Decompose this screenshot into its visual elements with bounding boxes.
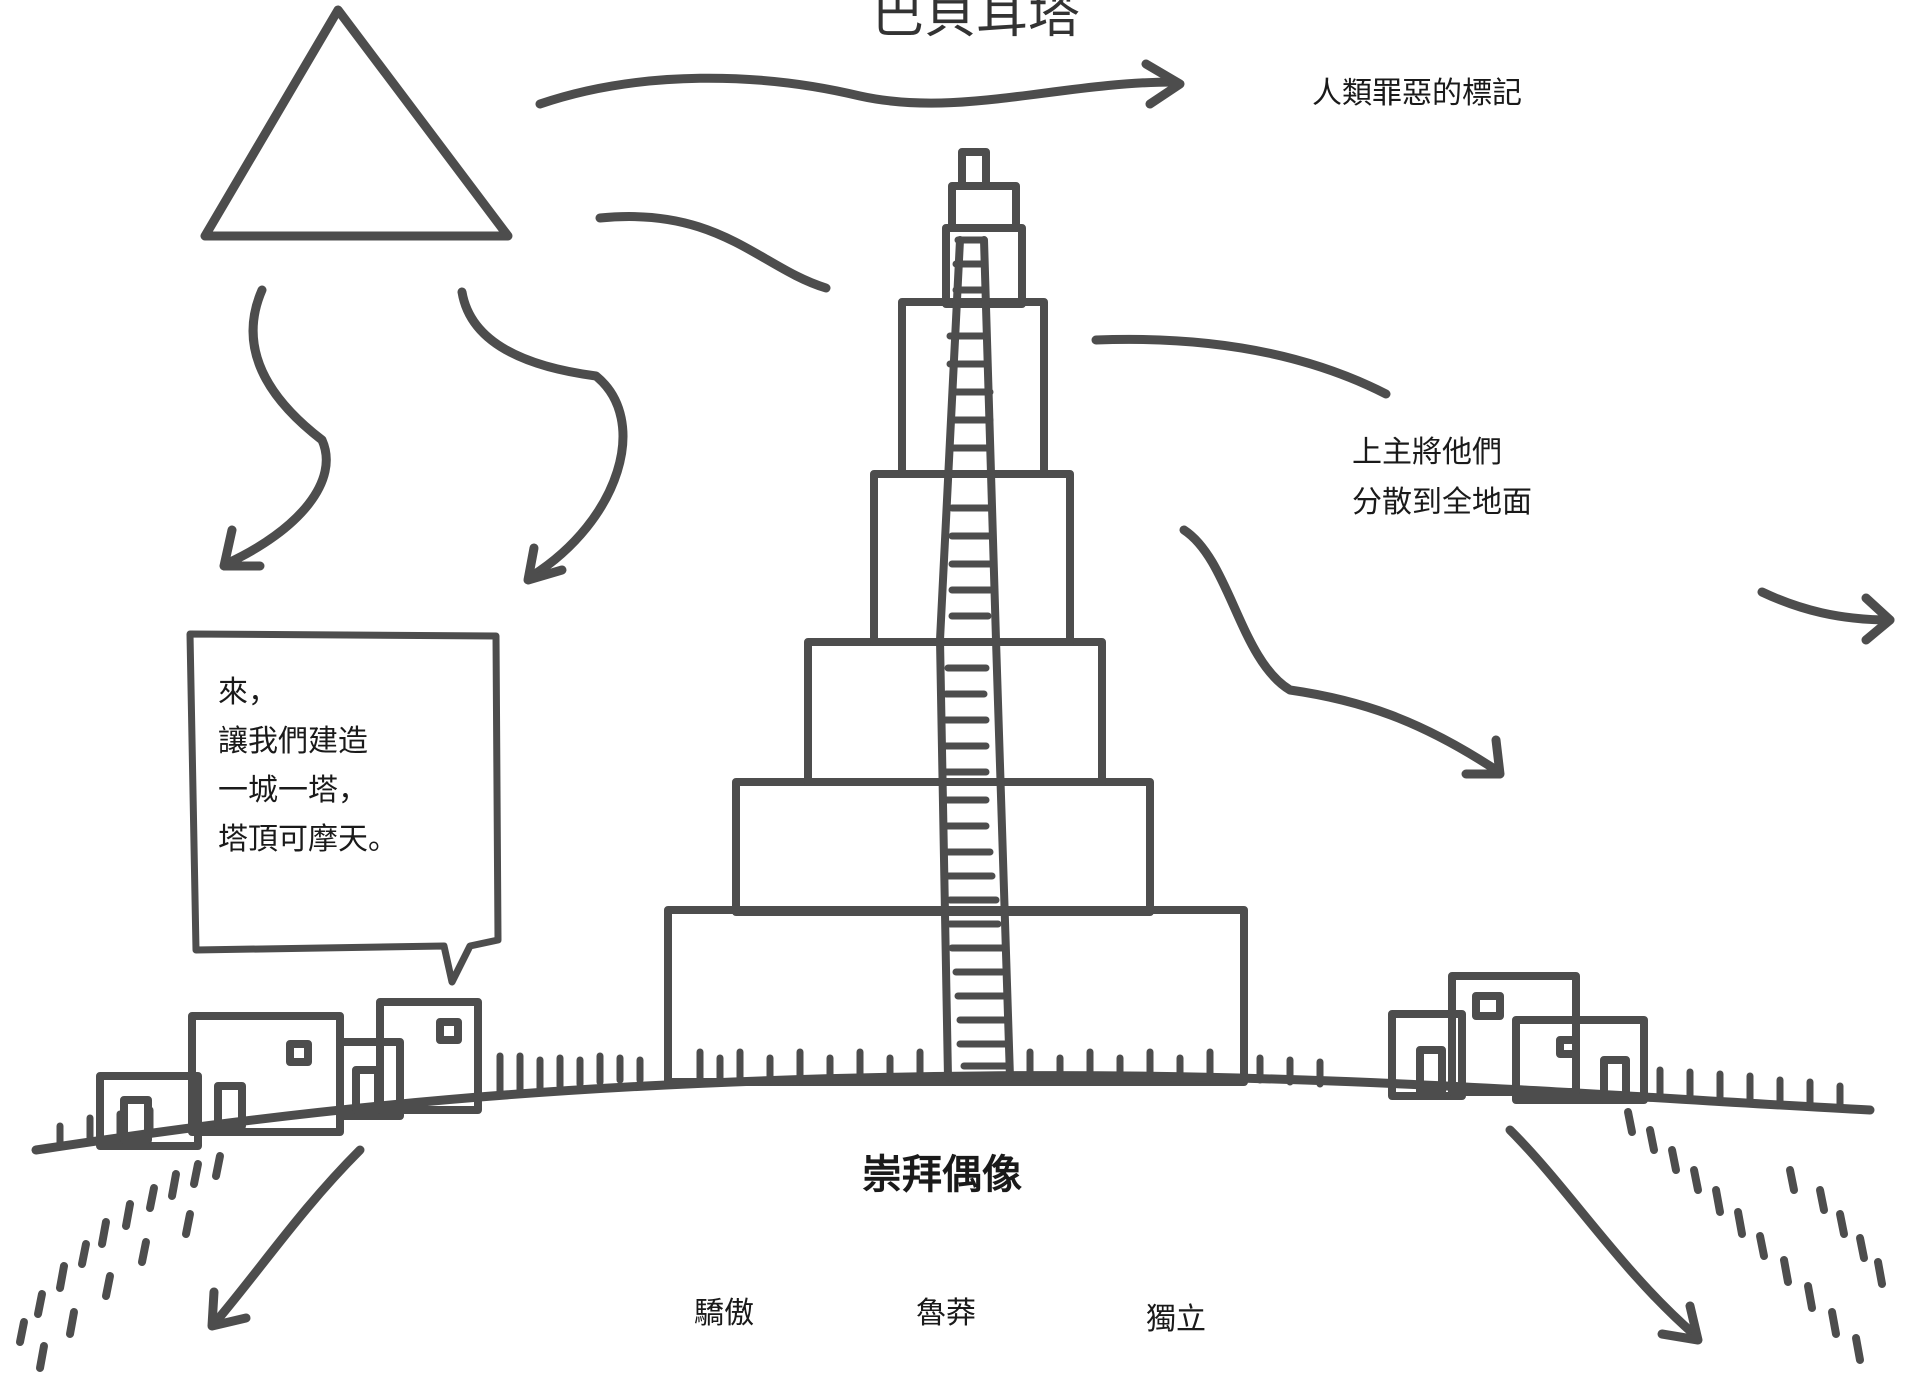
curve-tower-right [1091, 334, 1391, 399]
speech-line-1: 來， [218, 675, 278, 710]
arrow-scatter [1179, 525, 1501, 775]
wavy-arrow-top [535, 73, 1179, 109]
tower-staircase [942, 236, 1010, 1070]
right-houses [1388, 972, 1648, 1104]
arrowhead-down-left [219, 525, 265, 571]
door [352, 1066, 382, 1114]
arrowhead-bottom-left [207, 1287, 251, 1331]
dispersal-marks-right [1624, 1108, 1886, 1364]
door [214, 1082, 246, 1130]
left-houses [96, 998, 482, 1150]
staircase-edges [936, 236, 1014, 1082]
arrowhead-bottom-right [1657, 1301, 1703, 1345]
window [436, 1018, 462, 1044]
arrow-down-right [457, 287, 628, 581]
door [1416, 1046, 1446, 1096]
trait-reckless: 魯莽 [916, 1296, 976, 1331]
speech-line-4: 塔頂可摩天。 [218, 822, 398, 857]
arrow-bottom-right [1505, 1125, 1701, 1341]
tower-tier-3 [804, 638, 1106, 786]
scatter-line-2: 分散到全地面 [1352, 485, 1532, 520]
trait-pride: 驕傲 [694, 1296, 754, 1331]
arrow-down-left [221, 285, 331, 569]
arrowhead-far-right [1861, 593, 1895, 645]
tower-top [958, 148, 990, 190]
trait-independent: 獨立 [1146, 1302, 1206, 1337]
arrowhead-top [1141, 59, 1185, 109]
house [96, 1072, 202, 1150]
speech-bubble-outline [186, 630, 502, 986]
door [120, 1096, 152, 1144]
arrowhead-scatter [1461, 735, 1505, 779]
speech-line-2: 讓我們建造 [218, 724, 368, 759]
house [376, 998, 482, 1114]
window [286, 1040, 312, 1066]
sin-mark-label: 人類罪惡的標記 [1312, 76, 1522, 111]
scatter-line-1: 上主將他們 [1352, 435, 1502, 470]
triangle-symbol [200, 5, 513, 241]
speech-line-3: 一城一塔， [218, 773, 368, 808]
tower-tier-7 [948, 182, 1020, 232]
arrow-bottom-left [209, 1145, 365, 1329]
curve-to-tower [595, 212, 831, 293]
dispersal-marks-left [16, 1152, 224, 1372]
window [1556, 1036, 1580, 1058]
ground-line [31, 1071, 1875, 1155]
house [1512, 1016, 1648, 1104]
arrow-far-right [1757, 587, 1895, 625]
scatter-label: 上主將他們 分散到全地面 [1352, 428, 1532, 528]
idol-worship-label: 崇拜偶像 [862, 1152, 1022, 1198]
door [1600, 1056, 1630, 1104]
house [336, 1038, 404, 1120]
window [1472, 992, 1504, 1020]
arrowhead-down-right [523, 543, 567, 585]
diagram-title: 巴貝耳塔 [872, 0, 1081, 45]
speech-bubble-text: 來， 讓我們建造 一城一塔， 塔頂可摩天。 [218, 668, 398, 864]
